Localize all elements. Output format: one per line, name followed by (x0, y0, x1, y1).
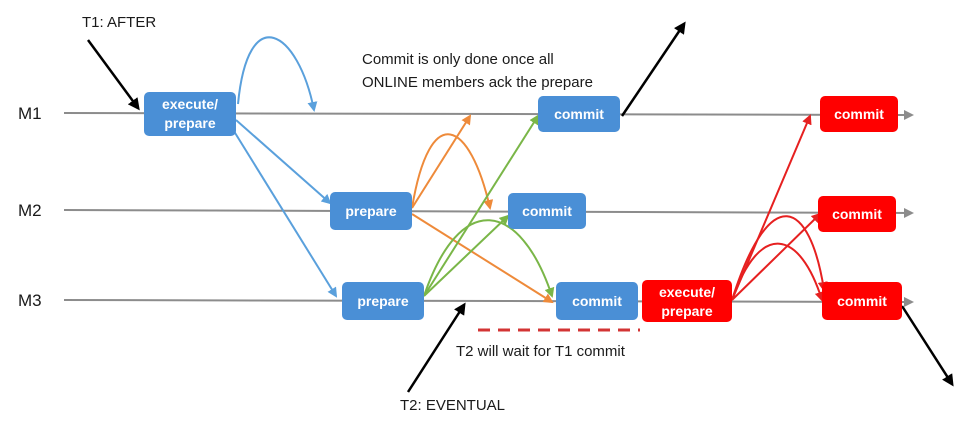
green-arrow-m3-to-m1 (423, 114, 540, 297)
box-m2-commit-blue-label: commit (522, 203, 572, 219)
orange-arrows (411, 114, 554, 304)
box-m2-prepare: prepare (330, 192, 412, 230)
red-arrow-m3-loop-b (731, 215, 828, 301)
box-m1-commit-blue-label: commit (554, 106, 604, 122)
green-arrow-m3-to-m2 (423, 214, 510, 297)
box-m3-execute-prepare: execute/ prepare (642, 280, 732, 322)
box-m2-commit-red: commit (818, 196, 896, 232)
box-m1-commit-blue: commit (538, 96, 620, 132)
box-m3-commit-blue-label: commit (572, 293, 622, 309)
green-arrows (423, 114, 555, 298)
member-label-m3: M3 (18, 291, 42, 310)
blue-arrow-m1-to-m2 (235, 119, 332, 205)
orange-arrow-m2-to-m3 (411, 213, 554, 304)
box-m2-prepare-label: prepare (345, 203, 397, 219)
box-m3-commit-blue: commit (556, 282, 638, 320)
member-label-m1: M1 (18, 104, 42, 123)
box-m2-commit-blue: commit (508, 193, 586, 229)
box-m3-exec-line2: prepare (661, 303, 713, 319)
timelines (63, 109, 914, 307)
red-arrows (731, 114, 828, 302)
blue-arrow-m1-to-m3 (231, 127, 338, 298)
wait-note: T2 will wait for T1 commit (456, 343, 626, 360)
timeline-m3 (63, 296, 914, 307)
box-m1-execute-prepare: execute/ prepare (144, 92, 236, 136)
box-m3-commit-red-label: commit (837, 293, 887, 309)
m3-exit-arrow (900, 305, 954, 387)
blue-arrows (231, 36, 338, 298)
red-arrow-m3-loop-a (731, 242, 825, 302)
box-m3-exec-line1: execute/ (659, 284, 715, 300)
commit-note-pointer-arrow (620, 21, 686, 117)
commit-note-line2: ONLINE members ack the prepare (362, 74, 593, 91)
t1-label: T1: AFTER (82, 14, 156, 31)
box-m1-commit-red: commit (820, 96, 898, 132)
orange-arrow-m2-self-loop (411, 133, 494, 210)
box-m3-prepare: prepare (342, 282, 424, 320)
member-label-m2: M2 (18, 201, 42, 220)
orange-arrow-m2-to-m1 (411, 114, 472, 209)
box-m1-commit-red-label: commit (834, 106, 884, 122)
box-m2-commit-red-label: commit (832, 206, 882, 222)
box-m1-exec-line1: execute/ (162, 96, 218, 112)
commit-note-line1: Commit is only done once all (362, 51, 554, 68)
t2-pointer-arrow (406, 302, 466, 393)
blue-arrow-m1-self-loop (237, 36, 318, 112)
box-m1-exec-line2: prepare (164, 115, 216, 131)
box-m3-commit-red: commit (822, 282, 902, 320)
green-arrow-m3-self-loop (423, 219, 555, 298)
red-arrow-m3-to-m2 (731, 212, 822, 301)
timeline-m2 (63, 207, 914, 218)
box-m3-prepare-label: prepare (357, 293, 409, 309)
t2-label: T2: EVENTUAL (400, 397, 505, 414)
pointer-arrows (86, 21, 954, 393)
t1-pointer-arrow (86, 39, 140, 111)
